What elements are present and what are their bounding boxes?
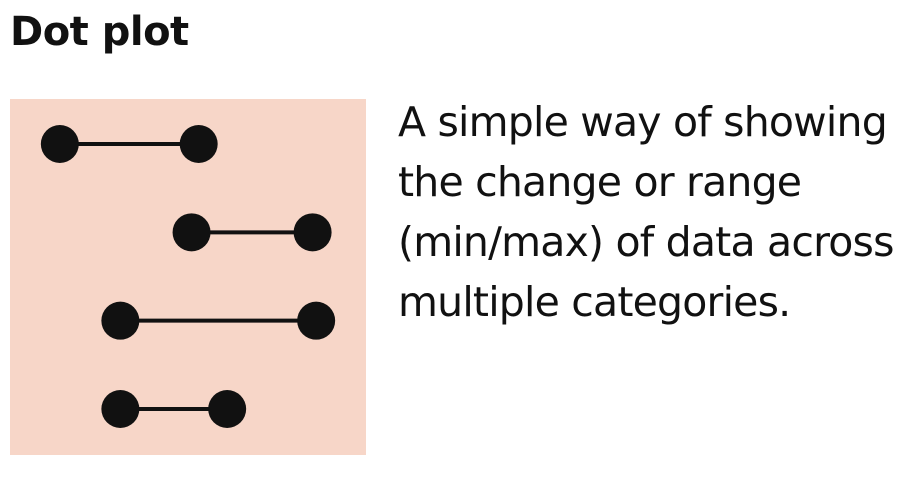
range-min-dot	[101, 390, 140, 428]
dot-plot-illustration	[10, 99, 366, 455]
range-min-dot	[101, 301, 140, 340]
dot-plot-icon	[10, 99, 366, 455]
range-min-dot	[172, 213, 211, 252]
range-min-dot	[40, 125, 79, 163]
card-title: Dot plot	[10, 9, 189, 55]
range-max-dot	[297, 301, 336, 340]
range-max-dot	[179, 125, 218, 163]
range-max-dot	[293, 213, 332, 252]
range-max-dot	[208, 390, 247, 428]
card-description: A simple way of showing the change or ra…	[398, 98, 894, 326]
